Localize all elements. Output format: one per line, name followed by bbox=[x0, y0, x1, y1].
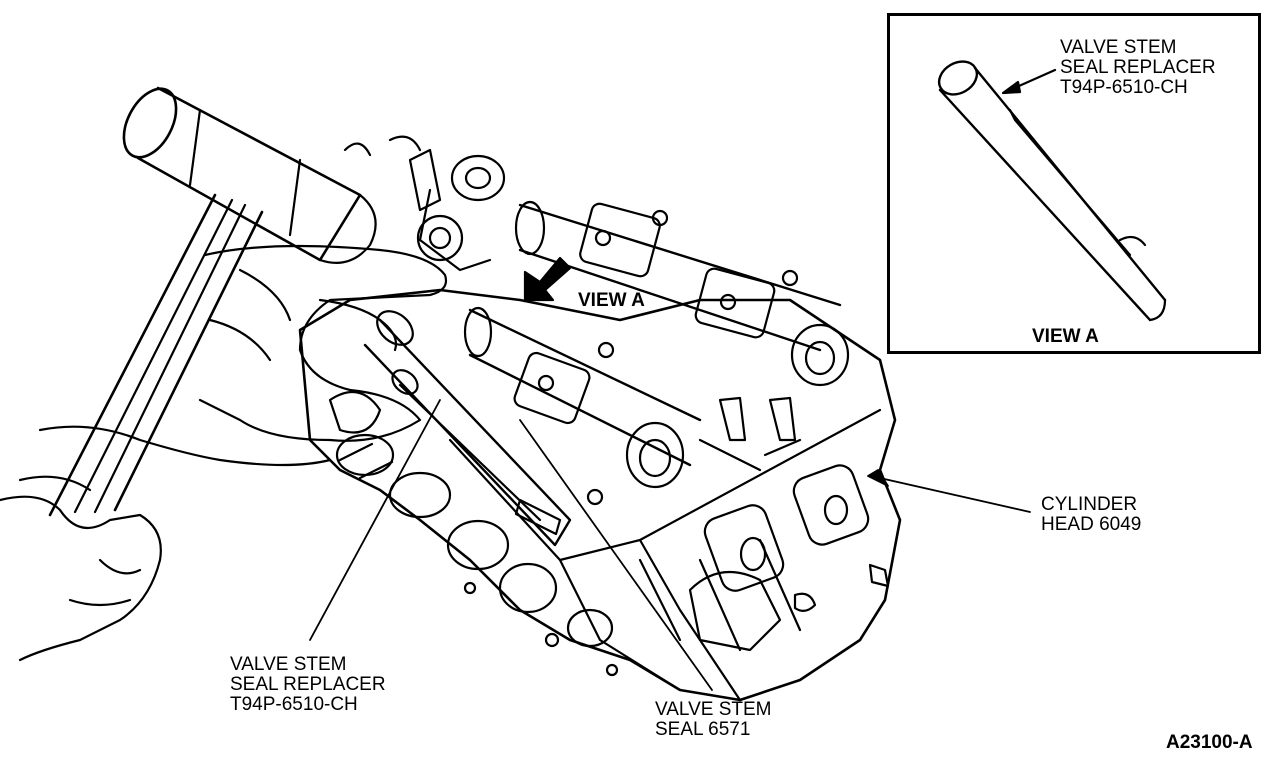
seal-replacer-label-line3: T94P-6510-CH bbox=[230, 694, 358, 715]
seal-replacer-label-line1: VALVE STEM bbox=[230, 654, 347, 675]
cylinder-head-label-line1: CYLINDER bbox=[1041, 494, 1138, 515]
cylinder-head-icon bbox=[298, 288, 902, 702]
seal-replacer-tool-icon bbox=[363, 310, 572, 547]
mallet-icon bbox=[48, 86, 377, 517]
view-arrow-icon bbox=[523, 256, 572, 302]
main-view-label: VIEW A bbox=[578, 290, 645, 311]
inset-view-box bbox=[887, 13, 1261, 354]
figure-id: A23100-A bbox=[1166, 732, 1253, 753]
inset-tool-label-line1: VALVE STEM bbox=[1060, 37, 1177, 58]
inset-view-label: VIEW A bbox=[1032, 326, 1099, 347]
cylinder-head-label-line2: HEAD 6049 bbox=[1041, 514, 1142, 535]
leader-lines bbox=[309, 399, 1031, 691]
seal-replacer-label-line2: SEAL REPLACER bbox=[230, 674, 386, 695]
seal-replacer-label: VALVE STEM SEAL REPLACER T94P-6510-CH bbox=[230, 655, 386, 715]
inset-tool-label-line3: T94P-6510-CH bbox=[1060, 77, 1188, 98]
inset-tool-label-line2: SEAL REPLACER bbox=[1060, 57, 1216, 78]
valve-seal-label: VALVE STEM SEAL 6571 bbox=[655, 700, 772, 740]
camshaft-assembly-icon bbox=[343, 135, 850, 506]
inset-tool-label: VALVE STEM SEAL REPLACER T94P-6510-CH bbox=[1060, 38, 1216, 98]
cylinder-head-label: CYLINDER HEAD 6049 bbox=[1041, 495, 1141, 535]
inset-tool-icon bbox=[937, 60, 1167, 322]
hand-icon bbox=[0, 244, 448, 662]
valve-seal-label-line1: VALVE STEM bbox=[655, 699, 772, 720]
valve-seal-label-line2: SEAL 6571 bbox=[655, 719, 751, 740]
